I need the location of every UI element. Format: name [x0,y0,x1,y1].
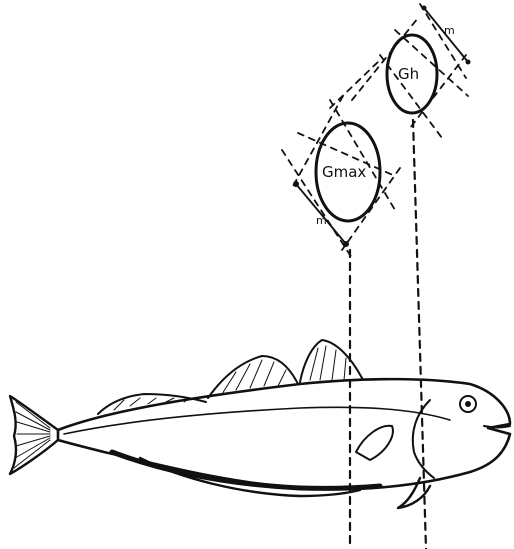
fish-dorsal-fin-middle [208,356,298,398]
fish-body-outline [58,379,510,489]
gmax-ellipse: Gmax [316,123,380,221]
gmax-label: Gmax [322,163,366,181]
fish-pectoral-fin [356,426,393,460]
fish-belly-shading [112,452,380,488]
fish-tail-fin [10,396,58,474]
dimension-label-upper: m [444,24,455,37]
fish-dorsal-fin-rays [114,346,346,410]
fish-dorsal-fin-rear [98,394,206,414]
gh-label: Gh [398,65,419,83]
fish-dorsal-fin-front [300,340,362,382]
dimension-label-lower: m [316,214,327,227]
dimension-marker-upper: m [422,6,471,65]
fish-illustration [10,340,510,508]
dimension-marker-lower: m [293,181,349,247]
